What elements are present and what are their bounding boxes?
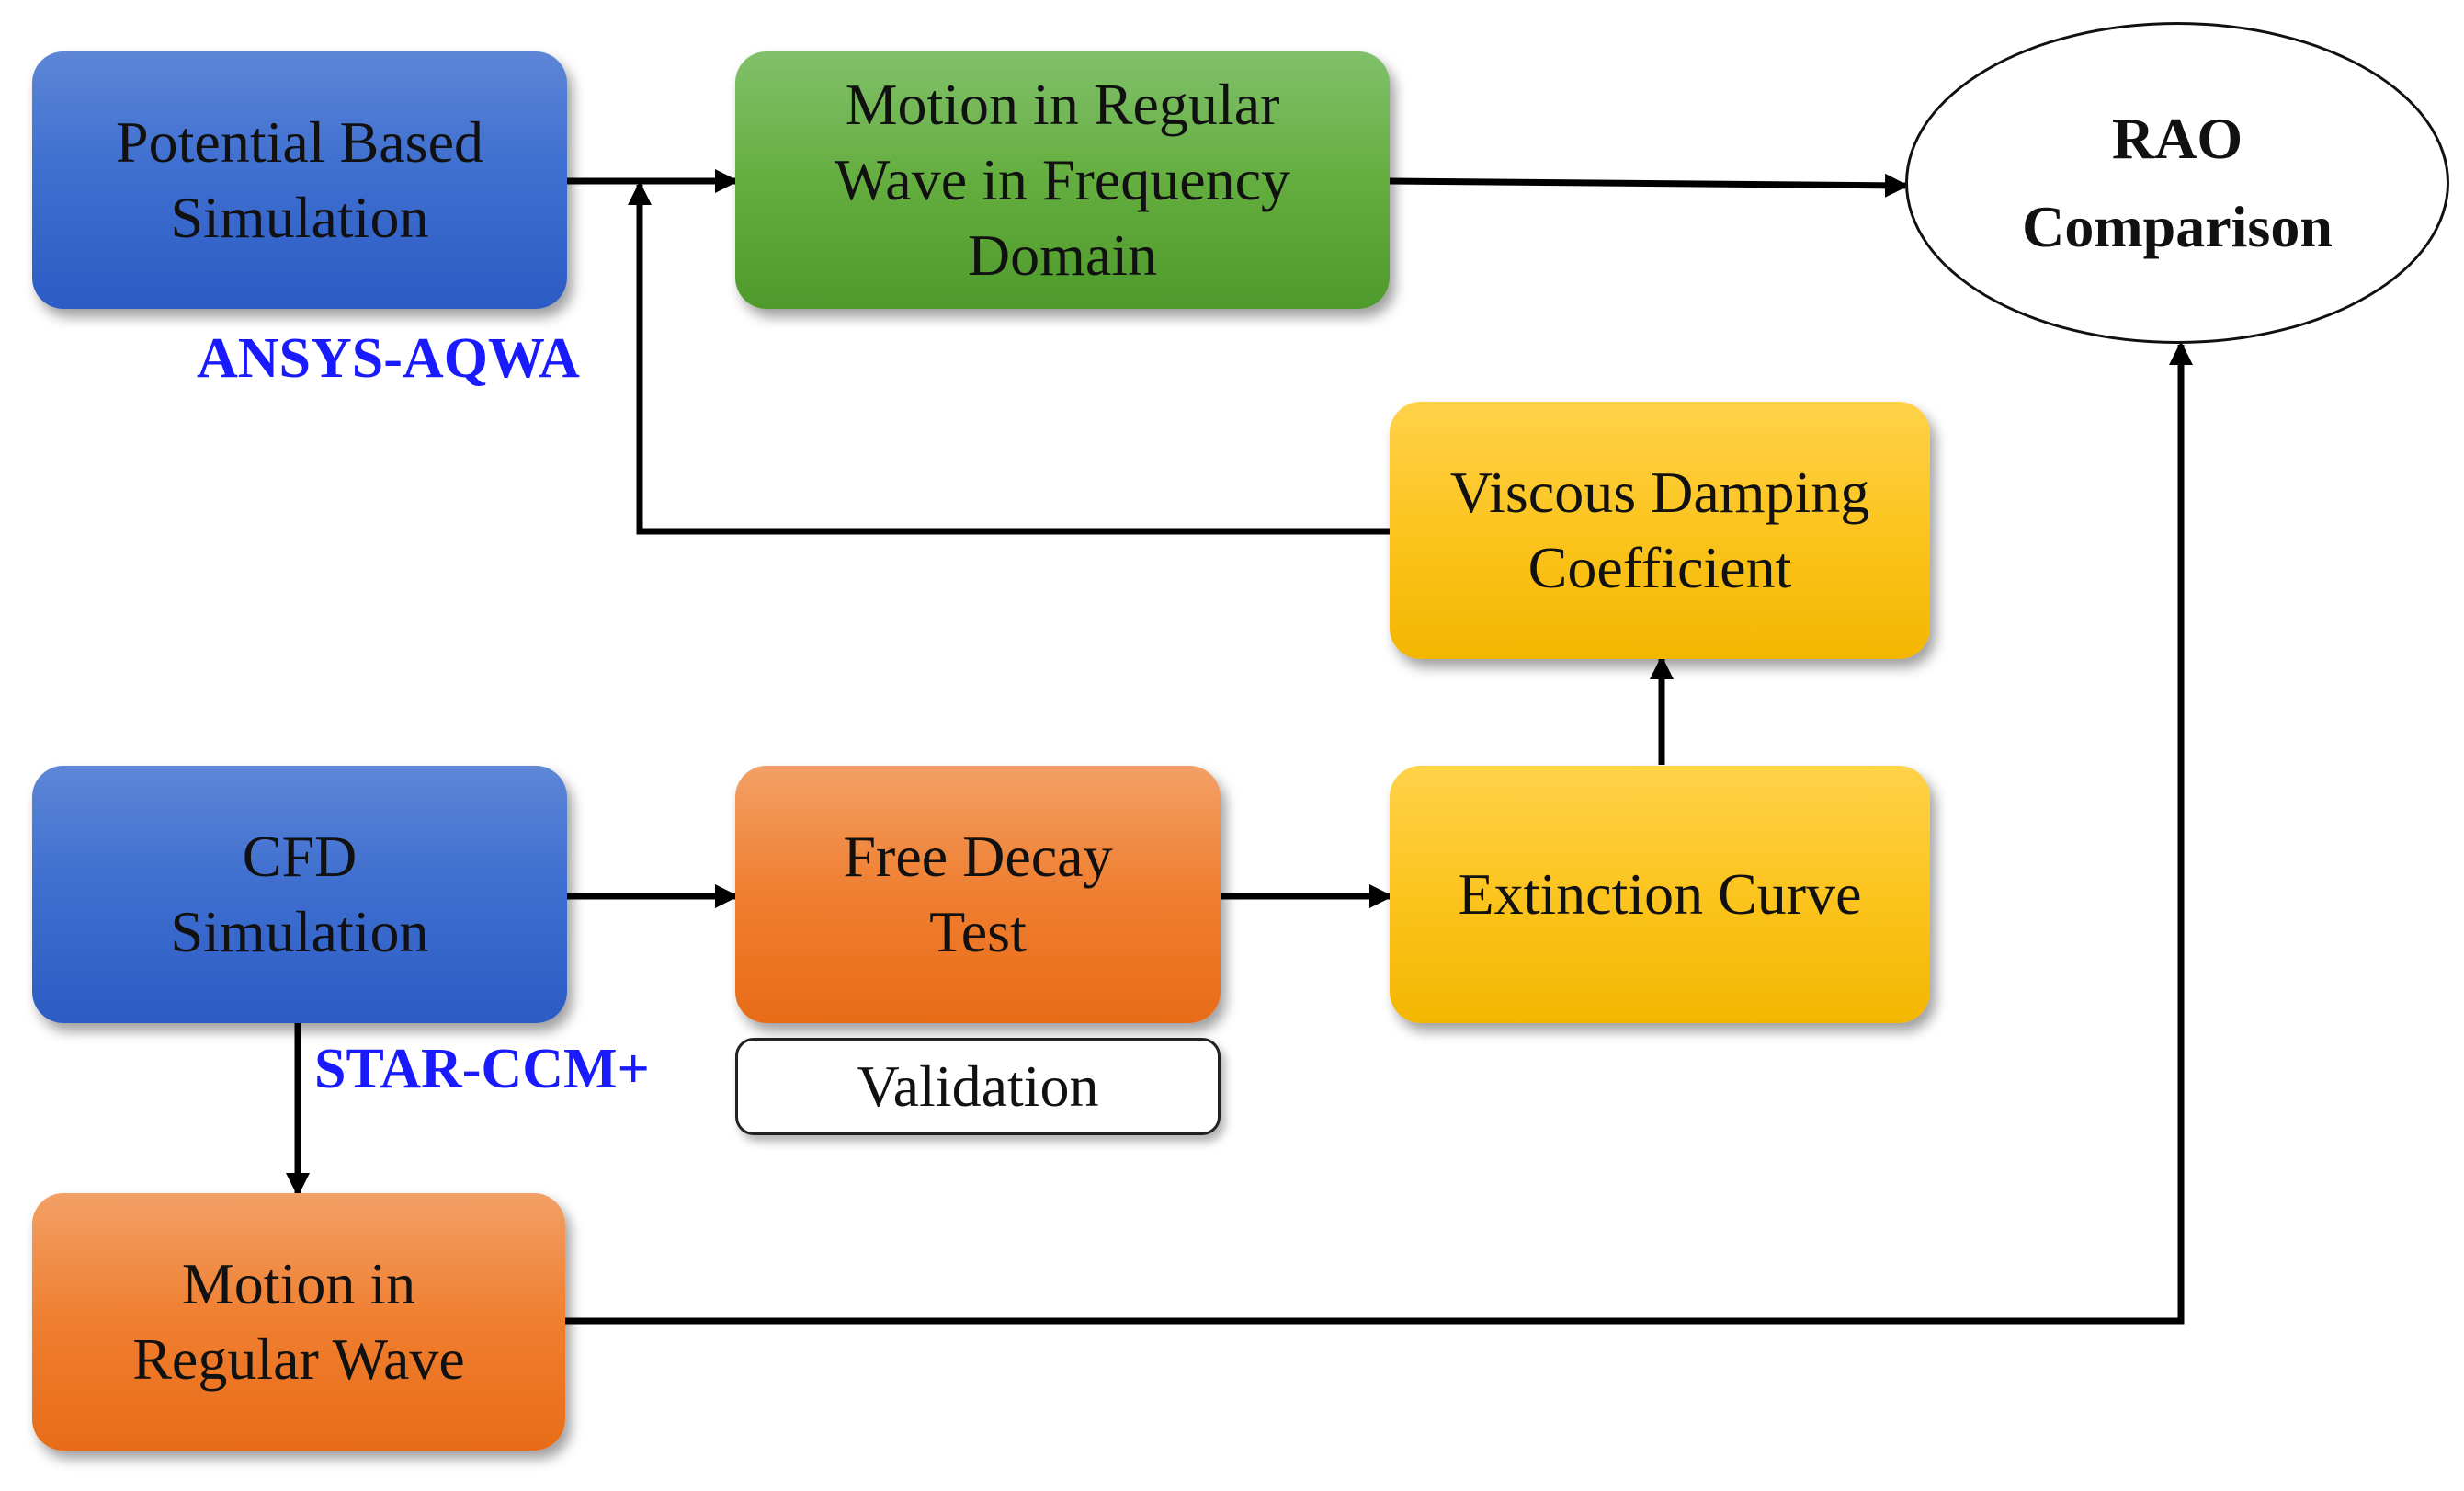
- motion-frequency-domain-label: Motion in Regular Wave in Frequency Doma…: [835, 72, 1290, 288]
- arrow-motion-freq-to-rao: [1389, 173, 1909, 198]
- viscous-damping-box: Viscous Damping Coefficient: [1390, 402, 1930, 659]
- star-ccm-label: STAR-CCM+: [314, 1038, 650, 1100]
- arrow-viscous-to-junction: [628, 181, 1390, 535]
- motion-frequency-domain-box: Motion in Regular Wave in Frequency Doma…: [735, 51, 1390, 309]
- cfd-simulation-label: CFD Simulation: [170, 824, 429, 964]
- rao-comparison-ellipse: RAO Comparison: [1905, 22, 2449, 344]
- motion-regular-wave-label: Motion in Regular Wave: [132, 1251, 465, 1392]
- cfd-simulation-box: CFD Simulation: [32, 766, 567, 1023]
- rao-comparison-label: RAO Comparison: [2022, 106, 2333, 259]
- viscous-damping-label: Viscous Damping Coefficient: [1449, 460, 1870, 600]
- validation-box: Validation: [735, 1038, 1221, 1135]
- extinction-curve-box: Extinction Curve: [1390, 766, 1930, 1023]
- validation-label: Validation: [857, 1053, 1099, 1119]
- ansys-aqwa-label: ANSYS-AQWA: [197, 327, 580, 390]
- free-decay-test-box: Free Decay Test: [735, 766, 1221, 1023]
- potential-based-simulation-box: Potential Based Simulation: [32, 51, 567, 309]
- potential-based-simulation-label: Potential Based Simulation: [116, 109, 483, 250]
- motion-regular-wave-box: Motion in Regular Wave: [32, 1193, 565, 1451]
- arrow-motion-regular-to-rao: [565, 341, 2193, 1325]
- extinction-curve-label: Extinction Curve: [1458, 861, 1862, 928]
- free-decay-test-label: Free Decay Test: [843, 824, 1113, 964]
